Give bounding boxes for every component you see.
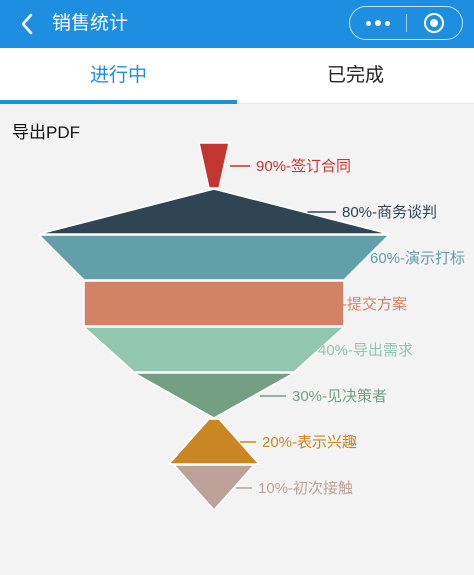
close-mini-program-button[interactable] <box>406 7 462 39</box>
funnel-stage-label: 10%-初次接触 <box>258 480 353 497</box>
funnel-stage[interactable]: 90%-签订合同 <box>198 142 351 189</box>
funnel-stage[interactable]: 40%-导出需求 <box>82 326 413 373</box>
top-nav-bar: 销售统计 <box>0 0 474 48</box>
more-menu-button[interactable] <box>350 7 406 39</box>
funnel-stage-label: 90%-签订合同 <box>256 158 351 175</box>
funnel-segment[interactable] <box>82 326 346 373</box>
funnel-stage[interactable]: 60%-演示打标 <box>37 234 465 281</box>
tab-completed[interactable]: 已完成 <box>326 65 384 86</box>
active-tab-indicator <box>0 100 237 104</box>
funnel-stage-label: 60%-演示打标 <box>370 250 465 267</box>
export-pdf-button[interactable]: 导出PDF <box>12 123 80 142</box>
funnel-stage-label: 40%-导出需求 <box>318 342 413 359</box>
funnel-stage-label: 80%-商务谈判 <box>342 204 437 221</box>
capsule-divider <box>405 14 407 32</box>
funnel-segment[interactable] <box>131 372 297 419</box>
more-dots-icon <box>365 20 390 26</box>
mini-program-capsule <box>349 6 463 40</box>
tab-in-progress[interactable]: 进行中 <box>89 65 147 86</box>
funnel-segment[interactable] <box>167 418 261 465</box>
status-tabs: 进行中 已完成 <box>0 48 474 104</box>
sales-funnel-chart: 90%-签订合同 80%-商务谈判 60%-演示打标 50%-提交方案 40%-导出需求… <box>37 142 465 512</box>
funnel-stage-label: 30%-见决策者 <box>292 388 387 405</box>
target-circle-icon <box>424 13 445 33</box>
funnel-segment[interactable] <box>37 234 391 281</box>
back-chevron-icon[interactable] <box>14 9 40 39</box>
funnel-stage[interactable]: 80%-商务谈判 <box>38 188 437 235</box>
funnel-stage[interactable]: 50%-提交方案 <box>83 280 407 327</box>
funnel-stage-label: 50%-提交方案 <box>312 295 407 313</box>
funnel-stage-label: 20%-表示兴趣 <box>262 434 357 451</box>
funnel-segment[interactable] <box>198 142 230 189</box>
funnel-stage[interactable]: 20%-表示兴趣 <box>167 418 357 465</box>
funnel-segment[interactable] <box>38 188 390 235</box>
funnel-stage[interactable]: 10%-初次接触 <box>172 464 353 512</box>
funnel-segment[interactable] <box>172 464 256 512</box>
funnel-stage[interactable]: 30%-见决策者 <box>131 372 387 419</box>
funnel-segment[interactable] <box>83 280 345 327</box>
page-title: 销售统计 <box>52 13 129 34</box>
